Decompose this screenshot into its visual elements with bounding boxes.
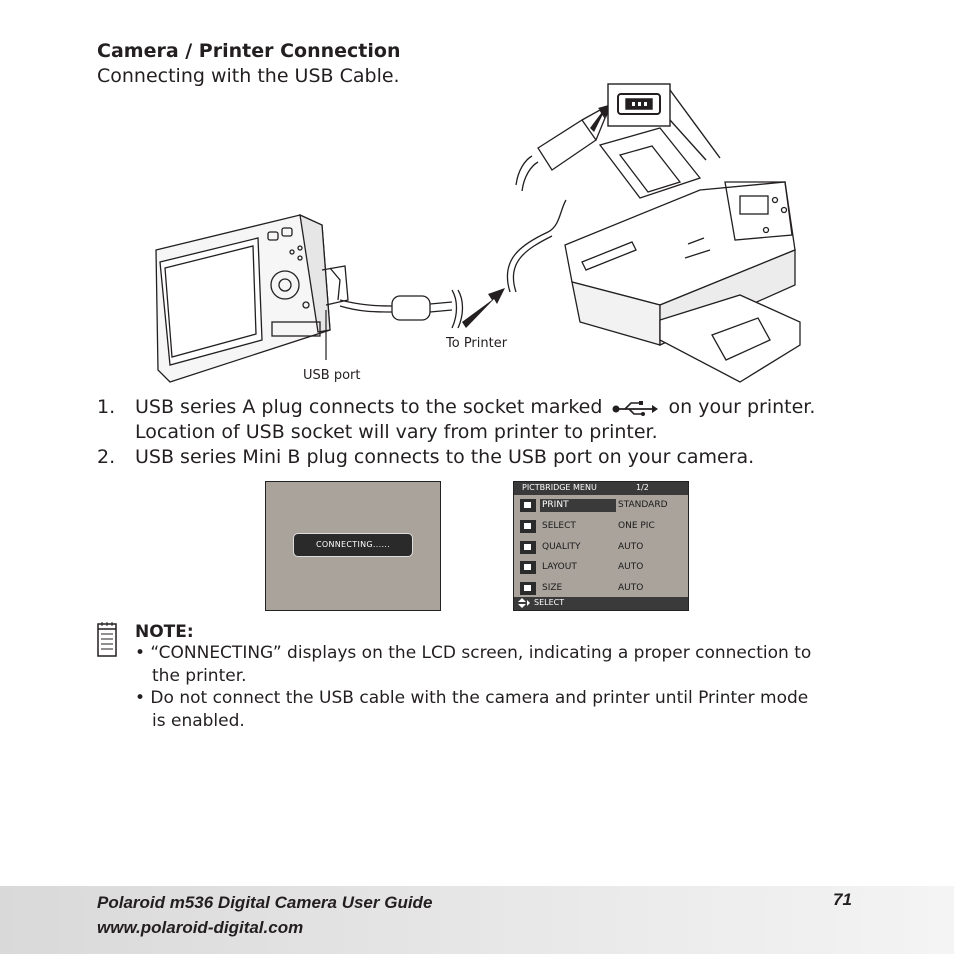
step-1-text-after: on your printer. (668, 396, 816, 418)
menu-row-value: AUTO (618, 583, 644, 593)
printer-cable (506, 109, 606, 293)
menu-row-value: AUTO (618, 542, 644, 552)
lcd-connecting-screen: CONNECTING...... (265, 481, 441, 611)
usb-socket-detail (607, 83, 721, 161)
note-bullet-2: • Do not connect the USB cable with the … (135, 688, 809, 708)
print-mode-icon (520, 499, 536, 512)
to-printer-label: To Printer (445, 336, 508, 351)
menu-row-value: STANDARD (618, 500, 668, 510)
step-1-text: USB series A plug connects to the socket… (135, 396, 603, 418)
paper-size-icon (520, 582, 536, 595)
step-1: 1. USB series A plug connects to the sock… (97, 396, 815, 418)
page-number: 71 (833, 890, 852, 909)
step-2-text: USB series Mini B plug connects to the U… (135, 446, 755, 468)
note-bullet-1: • “CONNECTING” displays on the LCD scree… (135, 643, 812, 663)
navigate-arrows-icon (518, 598, 530, 608)
usb-symbol-icon (612, 400, 659, 416)
menu-row-size[interactable]: SIZE AUTO (514, 580, 688, 597)
menu-row-layout[interactable]: LAYOUT AUTO (514, 559, 688, 576)
menu-header: PICTBRIDGE MENU 1/2 (514, 482, 688, 495)
layout-icon (520, 561, 536, 574)
camera-printer-illustration: To Printer USB port (155, 83, 801, 383)
step-2-number: 2. (97, 446, 116, 468)
footer-band (0, 886, 954, 954)
step-1-continuation: Location of USB socket will vary from pr… (135, 421, 658, 443)
note-bullet-1-cont: the printer. (152, 666, 247, 686)
section-subtitle: Connecting with the USB Cable. (97, 65, 400, 87)
step-1-number: 1. (97, 396, 116, 418)
menu-row-print[interactable]: PRINT STANDARD (514, 497, 688, 514)
usb-port-label: USB port (303, 368, 360, 383)
menu-row-label: SELECT (542, 521, 576, 531)
footer-guide-title: Polaroid m536 Digital Camera User Guide (97, 893, 433, 912)
printer-illustration (564, 127, 801, 383)
menu-page-indicator: 1/2 (636, 483, 649, 492)
quality-icon (520, 541, 536, 554)
footer-url[interactable]: www.polaroid-digital.com (97, 918, 304, 937)
note-bullet-2-cont: is enabled. (152, 711, 245, 731)
note-label: NOTE: (135, 622, 194, 642)
menu-row-label: SIZE (542, 583, 563, 593)
menu-row-label: LAYOUT (542, 562, 577, 572)
step-2: 2. USB series Mini B plug connects to the… (97, 446, 754, 468)
menu-row-value: AUTO (618, 562, 644, 572)
menu-row-value: ONE PIC (618, 521, 655, 531)
camera-cable (339, 289, 464, 329)
usb-socket-arrow (590, 104, 612, 132)
menu-title: PICTBRIDGE MENU (522, 483, 597, 492)
note-pad-icon (97, 622, 117, 657)
section-title: Camera / Printer Connection (97, 40, 401, 62)
menu-row-quality[interactable]: QUALITY AUTO (514, 539, 688, 556)
camera-illustration (155, 213, 349, 383)
menu-row-label: PRINT (540, 499, 616, 512)
menu-row-label: QUALITY (542, 542, 581, 552)
pictbridge-menu-screen: PICTBRIDGE MENU 1/2 PRINT STANDARD SELEC… (513, 481, 689, 611)
menu-footer: SELECT (514, 597, 688, 610)
select-picture-icon (520, 520, 536, 533)
connecting-message: CONNECTING...... (293, 533, 413, 557)
menu-footer-label: SELECT (534, 598, 565, 607)
to-printer-arrow (462, 288, 505, 328)
menu-row-select[interactable]: SELECT ONE PIC (514, 518, 688, 535)
